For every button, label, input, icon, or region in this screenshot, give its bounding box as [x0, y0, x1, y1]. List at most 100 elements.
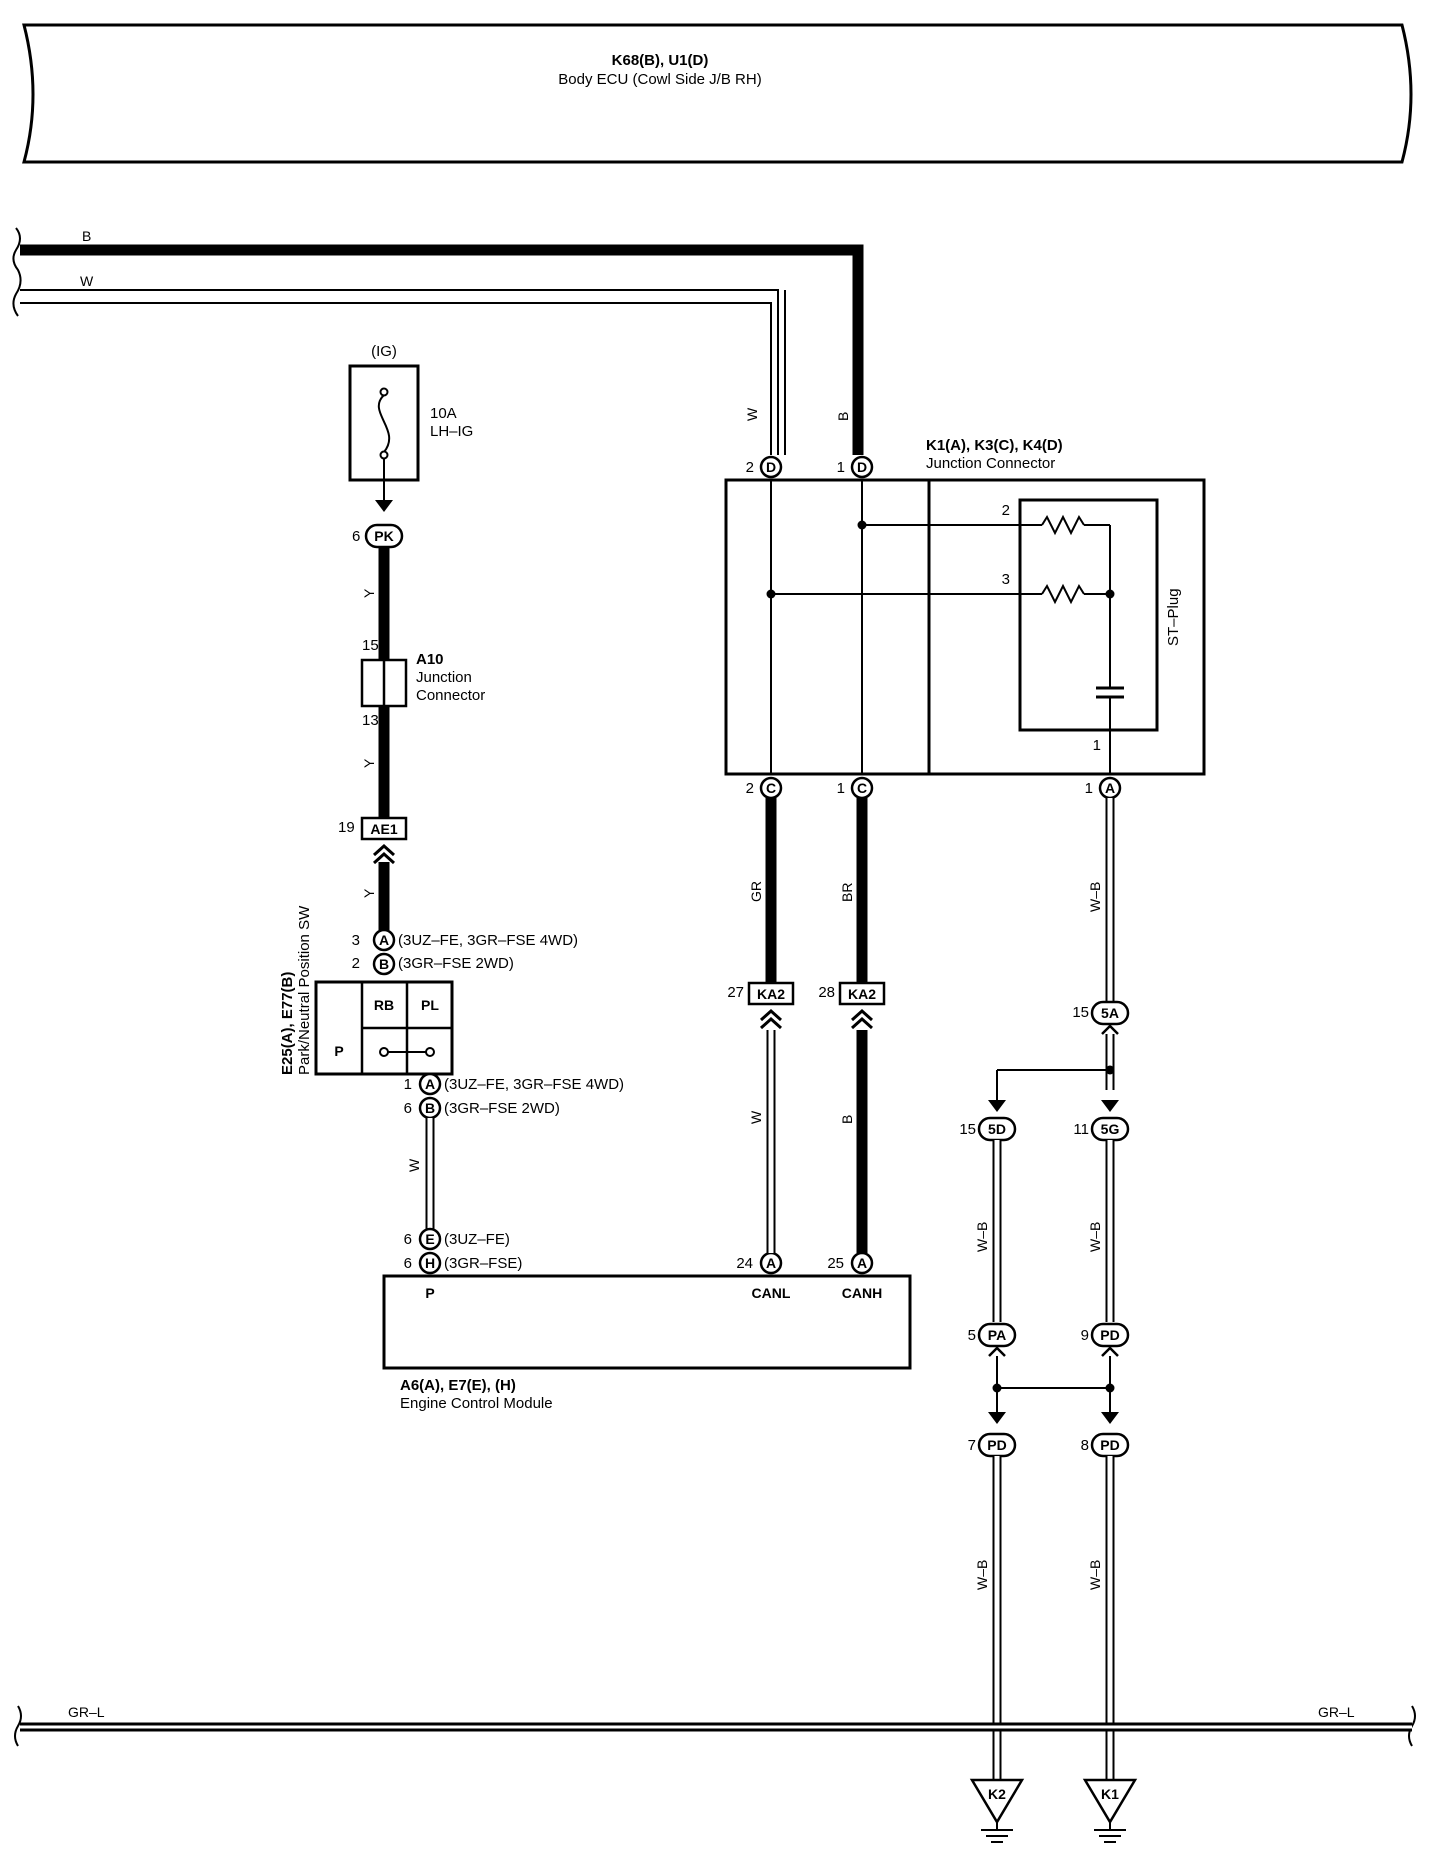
- label-wire-y-2: Y: [361, 758, 377, 768]
- pnp-subtitle: Park/Neutral Position SW: [296, 905, 313, 1075]
- arrow-down-icon: [1101, 1100, 1119, 1112]
- junction-conn-d-left: [759, 455, 783, 479]
- pnp-title: E25(A), E77(B): [279, 972, 296, 1075]
- pnp-pin3: 3: [352, 932, 360, 949]
- c5a-code: 5A: [1101, 1005, 1119, 1021]
- ground-wires: W–B 15 5A 15 5D 11 5G W–B W–B 5 PA 9 PD: [959, 798, 1130, 1780]
- svg-text:H: H: [425, 1255, 435, 1271]
- bottom-bus-gr-l: GR–L GR–L: [14, 1704, 1416, 1747]
- c5a-connector: [1090, 1000, 1130, 1026]
- svg-text:A: A: [857, 1255, 867, 1271]
- ecm-pin-h: 6: [404, 1255, 412, 1272]
- ecm-terminal-canl: CANL: [752, 1285, 791, 1301]
- ka2-left-pin: 27: [727, 984, 744, 1001]
- cpa-code: PA: [988, 1327, 1006, 1343]
- ecm-note-h: (3GR–FSE): [444, 1255, 522, 1272]
- svg-text:A: A: [425, 1076, 435, 1092]
- ecm-terminal-p: P: [425, 1285, 434, 1301]
- pnp-top-b-note: (3GR–FSE 2WD): [398, 955, 514, 972]
- c5d-code: 5D: [988, 1121, 1006, 1137]
- junction-pin-d2: 2: [746, 459, 754, 476]
- arrow-down-icon: [988, 1412, 1006, 1424]
- ecm-pin-canl: 24: [736, 1255, 753, 1272]
- st-plug-box: [1018, 498, 1159, 732]
- label-wire-y-3: Y: [361, 888, 377, 898]
- chevron-up-icon: [759, 1008, 783, 1022]
- ka2-right-code: KA2: [848, 986, 876, 1002]
- fuse-element-icon: [377, 394, 391, 453]
- ecm-note-e: (3UZ–FE): [444, 1231, 510, 1248]
- ground-k1: K1: [1082, 1778, 1138, 1843]
- svg-text:B: B: [379, 956, 389, 972]
- cpd7-pin: 7: [968, 1437, 976, 1454]
- arrow-down-icon: [375, 500, 393, 512]
- ground-k2: K2: [969, 1778, 1025, 1843]
- fuse-name: LH–IG: [430, 423, 473, 440]
- arrow-down-icon: [988, 1100, 1006, 1112]
- svg-text:A: A: [379, 932, 389, 948]
- resistor-3-icon: [1041, 583, 1085, 605]
- cpd9-pin: 9: [1081, 1327, 1089, 1344]
- junction-title: K1(A), K3(C), K4(D): [926, 437, 1063, 454]
- fuse-ig-label: (IG): [371, 343, 397, 360]
- label-wire-wb-5: W–B: [1087, 1560, 1103, 1590]
- label-wire-wb-2: W–B: [974, 1222, 990, 1252]
- junction-conn-d-right: [850, 455, 874, 479]
- junction-pin-d1: 1: [837, 459, 845, 476]
- wire-break-mark: [12, 227, 22, 317]
- wire-w-top-outer: [20, 289, 779, 455]
- ground-k2-label: K2: [988, 1786, 1006, 1802]
- cpd7-code: PD: [987, 1437, 1006, 1453]
- pk-code: PK: [374, 528, 393, 544]
- wire-w-top-inner: [20, 302, 772, 455]
- body-ecu-title: K68(B), U1(D): [612, 52, 709, 69]
- label-wire-wb-1: W–B: [1087, 882, 1103, 912]
- label-wire-b: B: [82, 228, 91, 244]
- pnp-cell-rb: RB: [374, 997, 394, 1013]
- label-wire-b-vertical: B: [835, 412, 851, 421]
- fuse-lh-ig: (IG) 10A LH–IG: [348, 343, 473, 500]
- bus-label-right: GR–L: [1318, 1704, 1355, 1720]
- resistor-2-icon: [1041, 514, 1085, 536]
- label-wire-wb-4: W–B: [974, 1560, 990, 1590]
- pnp-pin6: 6: [404, 1100, 412, 1117]
- engine-control-module: 6 E (3UZ–FE) 6 H (3GR–FSE) P CANL CANH A…: [382, 1227, 912, 1412]
- pnp-bot-b-note: (3GR–FSE 2WD): [444, 1100, 560, 1117]
- pnp-conn-b-top: [372, 952, 396, 976]
- cpd8-code: PD: [1100, 1437, 1119, 1453]
- ka2-left-connector: [747, 981, 795, 1006]
- cpd9-connector: [1090, 1322, 1130, 1348]
- pnp-bot-a-note: (3UZ–FE, 3GR–FSE 4WD): [444, 1076, 624, 1093]
- label-wire-w: W: [80, 273, 94, 289]
- cpa-connector: [977, 1322, 1017, 1348]
- pnp-top-a-note: (3UZ–FE, 3GR–FSE 4WD): [398, 932, 578, 949]
- ecm-pin-canh: 25: [827, 1255, 844, 1272]
- ecm-box: [382, 1274, 912, 1370]
- fuse-rating: 10A: [430, 405, 457, 422]
- a10-line2: Connector: [416, 687, 485, 704]
- ka2-right-pin: 28: [818, 984, 835, 1001]
- ig-circuit: 6 PK Y 15 A10 Junction Connector 13 Y 19…: [338, 500, 485, 930]
- label-wire-br: BR: [839, 883, 855, 902]
- wire-w-switch-to-ecm: W: [406, 1118, 435, 1230]
- chevron-up-icon: [372, 843, 396, 857]
- svg-text:A: A: [766, 1255, 776, 1271]
- chevron-up-icon: [1101, 1346, 1119, 1357]
- ground-icon: [1082, 1778, 1138, 1825]
- pnp-pin2: 2: [352, 955, 360, 972]
- pk-pin: 6: [352, 528, 360, 545]
- label-wire-w-canl: W: [748, 1110, 764, 1124]
- top-wires: B W W B: [12, 227, 864, 455]
- pnp-cell-p: P: [334, 1043, 343, 1059]
- ecm-conn-h: [418, 1251, 442, 1275]
- junction-pin-a1: 1: [1085, 780, 1093, 797]
- pnp-conn-a-bottom: [418, 1072, 442, 1096]
- c5d-pin: 15: [959, 1121, 976, 1138]
- wire-b-top: [20, 244, 864, 455]
- resistor-3-label: 3: [1002, 571, 1010, 588]
- capacitor-pin-label: 1: [1093, 737, 1101, 754]
- svg-text:A: A: [1105, 780, 1115, 796]
- ecm-conn-e: [418, 1227, 442, 1251]
- body-ecu-subtitle: Body ECU (Cowl Side J/B RH): [558, 71, 761, 88]
- cpd9-code: PD: [1100, 1327, 1119, 1343]
